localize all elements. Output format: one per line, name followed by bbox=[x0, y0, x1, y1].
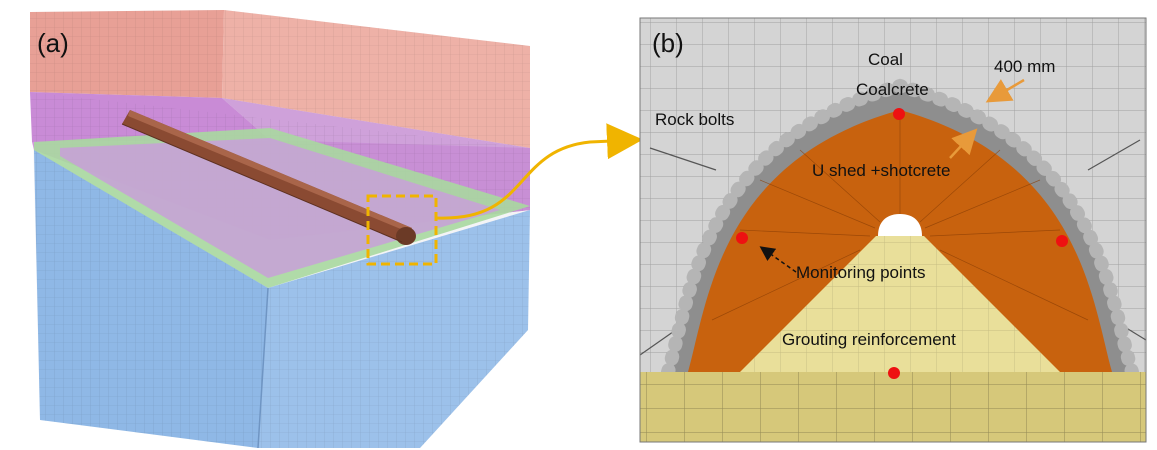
top-layer-side-mesh bbox=[222, 10, 530, 148]
tunnel-end bbox=[396, 227, 416, 245]
rock-bolts-label: Rock bolts bbox=[655, 110, 734, 129]
panel-b-section bbox=[640, 18, 1146, 442]
panel-b-frame bbox=[639, 17, 1147, 443]
tunnel-opening bbox=[878, 214, 922, 236]
interface-layer-inner bbox=[60, 138, 500, 278]
shotcrete-arrow bbox=[949, 128, 978, 159]
panel-a-model bbox=[30, 10, 530, 449]
coalcrete-beads bbox=[661, 78, 1139, 379]
u-shed-mesh bbox=[711, 112, 1089, 321]
floor-mesh bbox=[640, 372, 1146, 442]
monitor-point-floor[interactable] bbox=[888, 367, 900, 379]
bottom-layer-side-mesh bbox=[258, 210, 530, 448]
highlight-box[interactable] bbox=[366, 194, 438, 266]
bottom-layer-front-mesh bbox=[34, 150, 268, 448]
thickness-label: 400 mm bbox=[994, 57, 1055, 76]
top-layer-front-mesh bbox=[30, 10, 224, 98]
callout-arrow bbox=[435, 123, 643, 220]
monitor-point-right[interactable] bbox=[1056, 235, 1068, 247]
monitor-point-left[interactable] bbox=[736, 232, 748, 244]
block-front-edge bbox=[257, 287, 269, 449]
coalcrete-label: Coalcrete bbox=[856, 80, 929, 99]
tunnel-edge bbox=[121, 123, 403, 243]
monitoring-label: Monitoring points bbox=[796, 263, 925, 282]
u-shed-label: U shed +shotcrete bbox=[812, 161, 950, 180]
panel-b-label: (b) bbox=[652, 28, 684, 58]
grouting-label: Grouting reinforcement bbox=[782, 330, 956, 349]
coal-label: Coal bbox=[868, 50, 903, 69]
grouting-mesh bbox=[740, 236, 1060, 372]
tunnel-top-highlight bbox=[128, 110, 412, 232]
monitor-point-crown[interactable] bbox=[893, 108, 905, 120]
thickness-arrow bbox=[985, 78, 1025, 103]
panel-a-label: (a) bbox=[37, 28, 69, 58]
